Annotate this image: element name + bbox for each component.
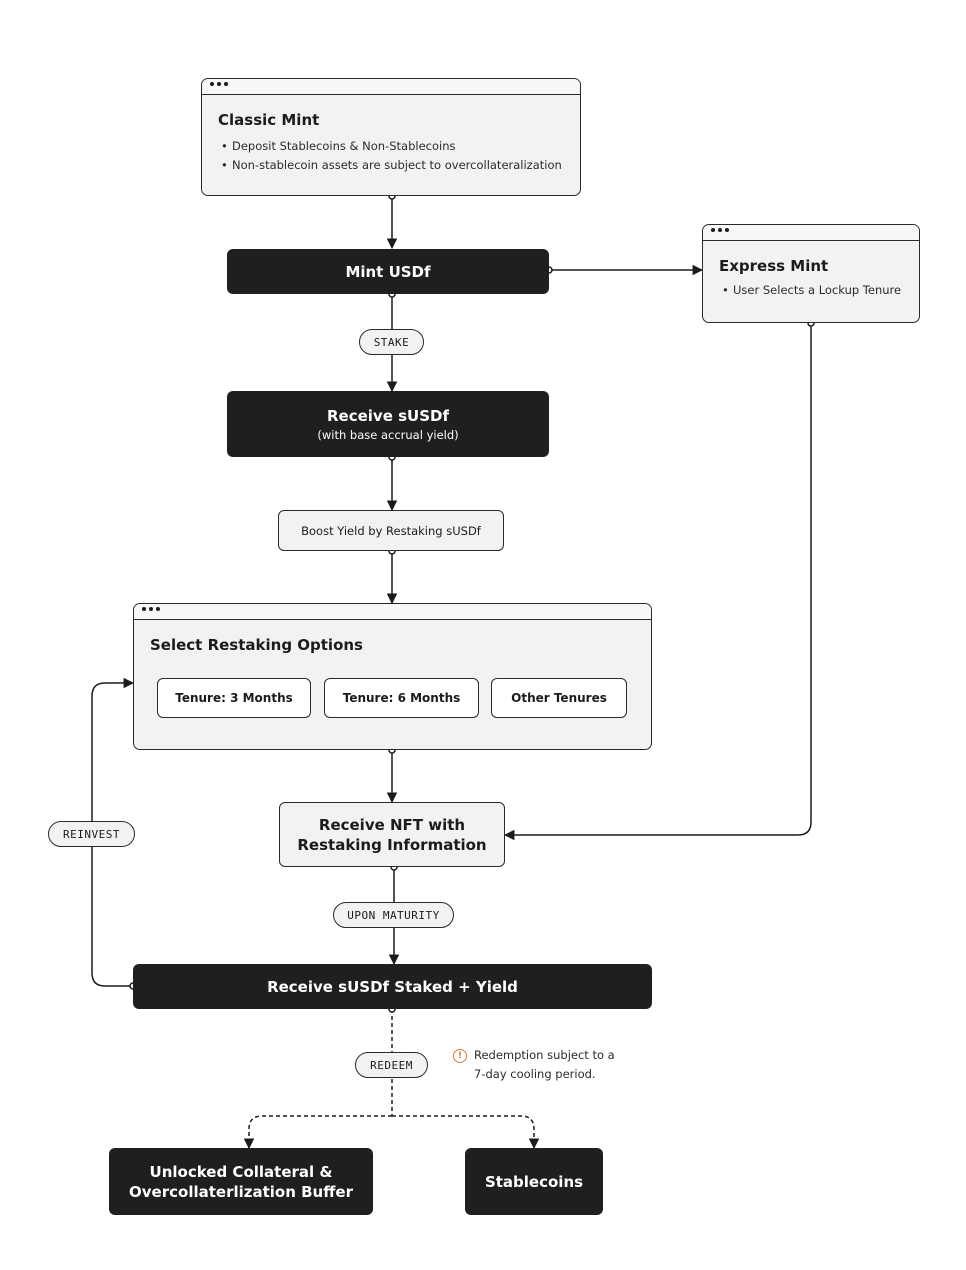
upon-maturity-label: UPON MATURITY	[333, 902, 454, 928]
redeem-label: REDEEM	[355, 1052, 428, 1078]
edge-express-to-nft	[503, 323, 812, 841]
stablecoins-node: Stablecoins	[465, 1148, 603, 1215]
express-mint-bullet: User Selects a Lockup Tenure	[719, 281, 919, 300]
receive-nft-label: Receive NFT with Restaking Information	[297, 815, 487, 854]
receive-susdf-title: Receive sUSDf	[327, 407, 449, 425]
classic-mint-bullet: Deposit Stablecoins & Non-Stablecoins	[218, 137, 580, 156]
staked-yield-node: Receive sUSDf Staked + Yield	[133, 964, 652, 1009]
edge-redeem-to-collateral	[243, 1115, 392, 1150]
express-mint-card: Express Mint User Selects a Lockup Tenur…	[702, 224, 920, 323]
option-label: Tenure: 6 Months	[342, 691, 461, 705]
option-label: Tenure: 3 Months	[175, 691, 293, 705]
option-label: Other Tenures	[511, 691, 607, 705]
staked-yield-label: Receive sUSDf Staked + Yield	[267, 977, 518, 996]
mint-usdf-node: Mint USDf	[227, 249, 549, 294]
window-titlebar	[202, 79, 580, 95]
tenure-3-months-option[interactable]: Tenure: 3 Months	[157, 678, 311, 718]
stake-label: STAKE	[359, 329, 424, 355]
express-mint-title: Express Mint	[719, 257, 829, 275]
window-titlebar	[703, 225, 919, 241]
classic-mint-bullet: Non-stablecoin assets are subject to ove…	[218, 156, 580, 175]
exclamation-circle-icon: !	[453, 1049, 467, 1063]
classic-mint-title: Classic Mint	[218, 111, 320, 129]
receive-nft-node: Receive NFT with Restaking Information	[279, 802, 505, 867]
restaking-title: Select Restaking Options	[150, 636, 363, 654]
express-mint-bullets: User Selects a Lockup Tenure	[719, 281, 919, 300]
ellipsis-icon	[142, 607, 160, 611]
other-tenures-option[interactable]: Other Tenures	[491, 678, 627, 718]
ellipsis-icon	[711, 228, 729, 232]
redemption-note-text: Redemption subject to a 7-day cooling pe…	[474, 1048, 615, 1081]
unlocked-collateral-node: Unlocked Collateral & Overcollaterlizati…	[109, 1148, 373, 1215]
restaking-options-card: Select Restaking Options	[133, 603, 652, 750]
redemption-note: ! Redemption subject to a 7-day cooling …	[453, 1046, 624, 1084]
classic-mint-bullets: Deposit Stablecoins & Non-Stablecoins No…	[218, 137, 580, 175]
mint-usdf-label: Mint USDf	[345, 262, 431, 281]
receive-susdf-subtitle: (with base accrual yield)	[317, 428, 459, 442]
receive-susdf-node: Receive sUSDf (with base accrual yield)	[227, 391, 549, 457]
unlocked-collateral-label: Unlocked Collateral & Overcollaterlizati…	[129, 1162, 353, 1201]
stablecoins-label: Stablecoins	[484, 1172, 584, 1191]
classic-mint-card: Classic Mint Deposit Stablecoins & Non-S…	[201, 78, 581, 196]
edge-redeem-to-stablecoins	[392, 1115, 540, 1150]
boost-yield-label: Boost Yield by Restaking sUSDf	[301, 523, 481, 538]
tenure-6-months-option[interactable]: Tenure: 6 Months	[324, 678, 479, 718]
boost-yield-node: Boost Yield by Restaking sUSDf	[278, 510, 504, 551]
window-titlebar	[134, 604, 651, 620]
ellipsis-icon	[210, 82, 228, 86]
reinvest-label: REINVEST	[48, 821, 135, 847]
